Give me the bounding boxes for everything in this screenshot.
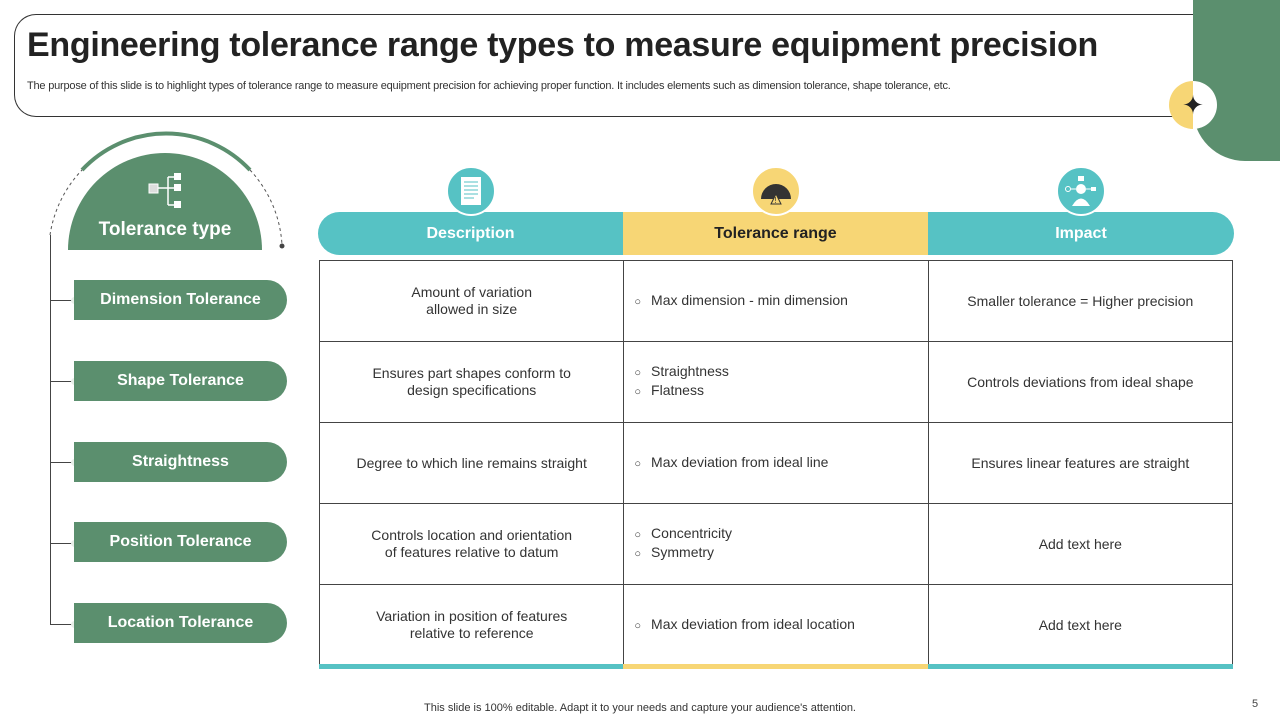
title-box [14,14,1214,117]
impact-cell: Add text here [927,503,1234,585]
bottom-accent-bar [623,664,928,669]
impact-cell: Add text here [927,584,1234,666]
range-cell: Max deviation from ideal location [623,584,929,666]
impact-cell: Ensures linear features are straight [927,422,1234,504]
impact-cell: Smaller tolerance = Higher precision [927,260,1234,342]
tolerance-item-straightness: Straightness [74,442,287,482]
decorative-panel [1193,0,1280,161]
svg-text:!: ! [775,196,777,205]
column-header-tolerance-range: Tolerance range [623,212,928,255]
page-number: 5 [1252,698,1259,710]
connector [50,297,78,304]
footer-note: This slide is 100% editable. Adapt it to… [424,702,856,714]
dome-arc [49,131,285,249]
tolerance-item-position: Position Tolerance [74,522,287,562]
document-icon [446,166,496,216]
range-cell: StraightnessFlatness [623,341,929,423]
tolerance-item-shape: Shape Tolerance [74,361,287,401]
range-cell: ConcentricitySymmetry [623,503,929,585]
gauge-warning-icon: ! [751,166,801,216]
range-cell: Max dimension - min dimension [623,260,929,342]
page-title: Engineering tolerance range types to mea… [27,26,1098,64]
connector-line [50,235,51,625]
hierarchy-icon [148,173,181,208]
page-subtitle: The purpose of this slide is to highligh… [27,80,951,92]
connector [50,621,78,628]
column-header-impact: Impact [928,212,1234,255]
connector [50,378,78,385]
impact-cell: Controls deviations from ideal shape [927,341,1234,423]
bottom-accent-bar [319,664,623,669]
connector [50,540,78,547]
table-row: Degree to which line remains straight Ma… [318,422,1234,504]
bottom-accent-bar [928,664,1233,669]
sparkle-icon: ✦ [1169,81,1217,129]
person-network-icon [1056,166,1106,216]
range-cell: Max deviation from ideal line [623,422,929,504]
connector [50,459,78,466]
description-cell: Degree to which line remains straight [318,422,625,504]
tolerance-item-dimension: Dimension Tolerance [74,280,287,320]
column-header-description: Description [318,212,623,255]
tolerance-type-label: Tolerance type [98,219,232,240]
tolerance-item-location: Location Tolerance [74,603,287,643]
